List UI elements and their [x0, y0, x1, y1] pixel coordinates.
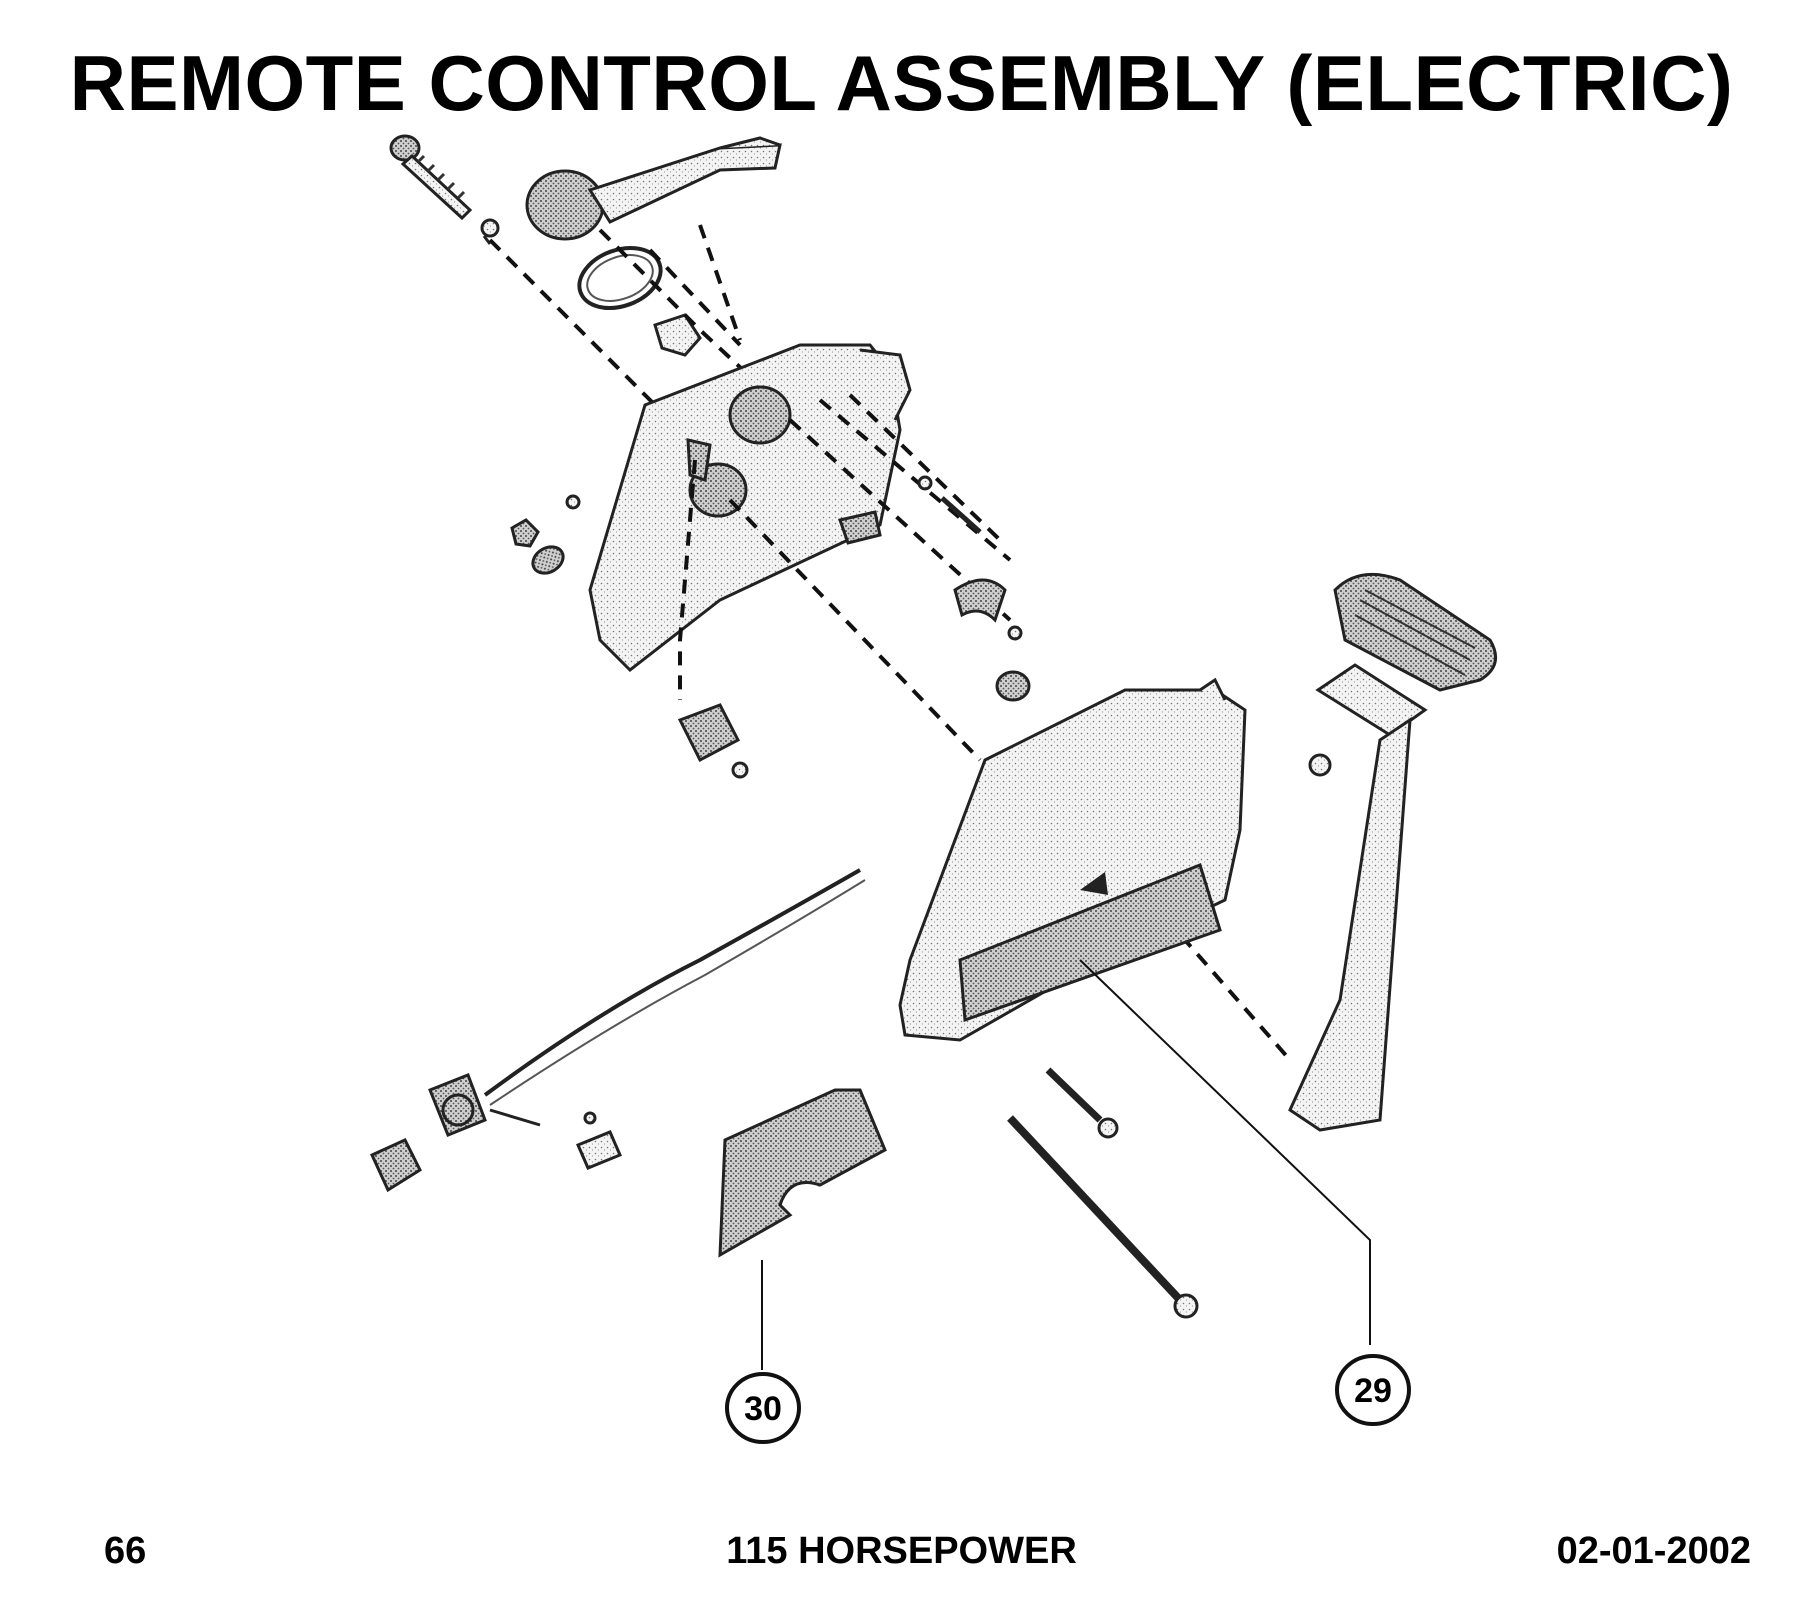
- nut-left: [510, 518, 540, 548]
- screw-right-small: [917, 475, 982, 534]
- long-bolt-long: [1007, 1115, 1199, 1319]
- connector-block: [677, 703, 749, 779]
- control-handle: [525, 136, 782, 241]
- detent-spring: [953, 578, 1023, 641]
- o-ring: [577, 246, 663, 310]
- grip-fastener: [1308, 753, 1332, 777]
- wire-harness: [483, 868, 866, 1127]
- throttle-handle: [1288, 663, 1428, 1132]
- front-housing: [898, 677, 1247, 1042]
- washer-small-top: [480, 218, 500, 245]
- retainer-clip: [576, 1111, 622, 1170]
- screw-top: [389, 134, 473, 221]
- page-title: REMOTE CONTROL ASSEMBLY (ELECTRIC): [69, 39, 1734, 127]
- callout-29: 29: [1335, 1354, 1411, 1426]
- switch-cap: [995, 670, 1031, 702]
- gasket-plate: [718, 1088, 887, 1258]
- switch-knob: [370, 1138, 422, 1193]
- model-label: 115 HORSEPOWER: [726, 1530, 1077, 1572]
- handle-grip: [1333, 572, 1498, 692]
- callout-29-label: 29: [1354, 1372, 1392, 1410]
- page-number: 66: [104, 1530, 147, 1572]
- pin-left: [565, 494, 581, 510]
- key-switch: [428, 1073, 487, 1137]
- long-bolt-short: [1045, 1067, 1119, 1139]
- callout-30: 30: [725, 1372, 801, 1444]
- callout-30-label: 30: [744, 1390, 782, 1428]
- rear-housing: [588, 343, 912, 672]
- cam-insert: [653, 313, 702, 357]
- revision-date: 02-01-2002: [1556, 1530, 1751, 1572]
- washer-left: [531, 545, 565, 575]
